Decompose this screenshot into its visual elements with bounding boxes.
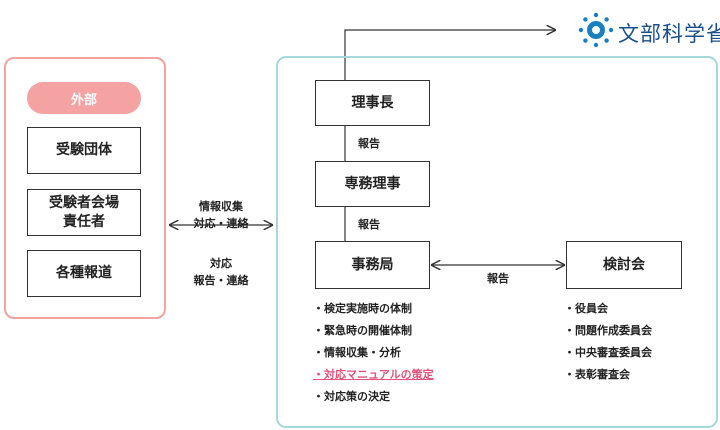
committee-task-list: ・役員会 ・問題作成委員会 ・中央審査委員会 ・表彰審査会 <box>564 298 652 386</box>
chair-box: 理事長 <box>315 80 430 126</box>
middle-label-top: 情報収集 対応・連絡 <box>176 180 266 233</box>
office-task-text: ・緊急時の開催体制 <box>313 324 412 337</box>
committee-task-text: ・中央審査委員会 <box>564 346 652 359</box>
chair-to-ministry-arrow <box>344 30 555 80</box>
committee-task-text: ・役員会 <box>564 302 608 315</box>
ministry-name: 文部科学省 <box>618 22 720 46</box>
external-item-exam-groups: 受験団体 <box>27 127 141 174</box>
external-title-pill: 外部 <box>27 82 141 114</box>
office-task-item: ・対応策の決定 <box>313 386 434 408</box>
office-task-text: ・対応策の決定 <box>313 390 390 403</box>
external-panel <box>4 57 166 319</box>
office-task-item: ・情報収集・分析 <box>313 342 434 364</box>
middle-label-bottom: 対応 報告・連絡 <box>176 237 266 290</box>
committee-task-item: ・表彰審査会 <box>564 364 652 386</box>
office-box: 事務局 <box>315 241 430 289</box>
committee-task-item: ・問題作成委員会 <box>564 320 652 342</box>
external-item-venue-manager: 受験者会場 責任者 <box>27 189 141 236</box>
office-task-text: ・情報収集・分析 <box>313 346 401 359</box>
middle-label-bottom-text: 対応 報告・連絡 <box>193 256 249 288</box>
middle-label-top-text: 情報収集 対応・連絡 <box>193 199 249 231</box>
committee-task-item: ・中央審査委員会 <box>564 342 652 364</box>
report-label-3: 報告 <box>487 272 509 285</box>
external-item-media: 各種報道 <box>27 250 141 297</box>
internal-panel <box>276 56 718 428</box>
office-task-text: ・検定実施時の体制 <box>313 302 412 315</box>
executive-box: 専務理事 <box>315 161 430 207</box>
manual-link-text[interactable]: ・対応マニュアルの策定 <box>313 368 434 381</box>
venue-manager-label: 受験者会場 責任者 <box>49 194 119 230</box>
committee-task-item: ・役員会 <box>564 298 652 320</box>
office-task-item-manual-link[interactable]: ・対応マニュアルの策定 <box>313 364 434 386</box>
office-task-item: ・検定実施時の体制 <box>313 298 434 320</box>
office-task-item: ・緊急時の開催体制 <box>313 320 434 342</box>
committee-task-text: ・問題作成委員会 <box>564 324 652 337</box>
ministry-emblem-icon <box>578 12 614 48</box>
committee-box: 検討会 <box>566 241 682 289</box>
report-label-1: 報告 <box>358 137 380 150</box>
committee-task-text: ・表彰審査会 <box>564 368 630 381</box>
office-task-list: ・検定実施時の体制 ・緊急時の開催体制 ・情報収集・分析 ・対応マニュアルの策定… <box>313 298 434 408</box>
ministry-logo: 文部科学省 <box>578 10 720 50</box>
report-label-2: 報告 <box>358 218 380 231</box>
